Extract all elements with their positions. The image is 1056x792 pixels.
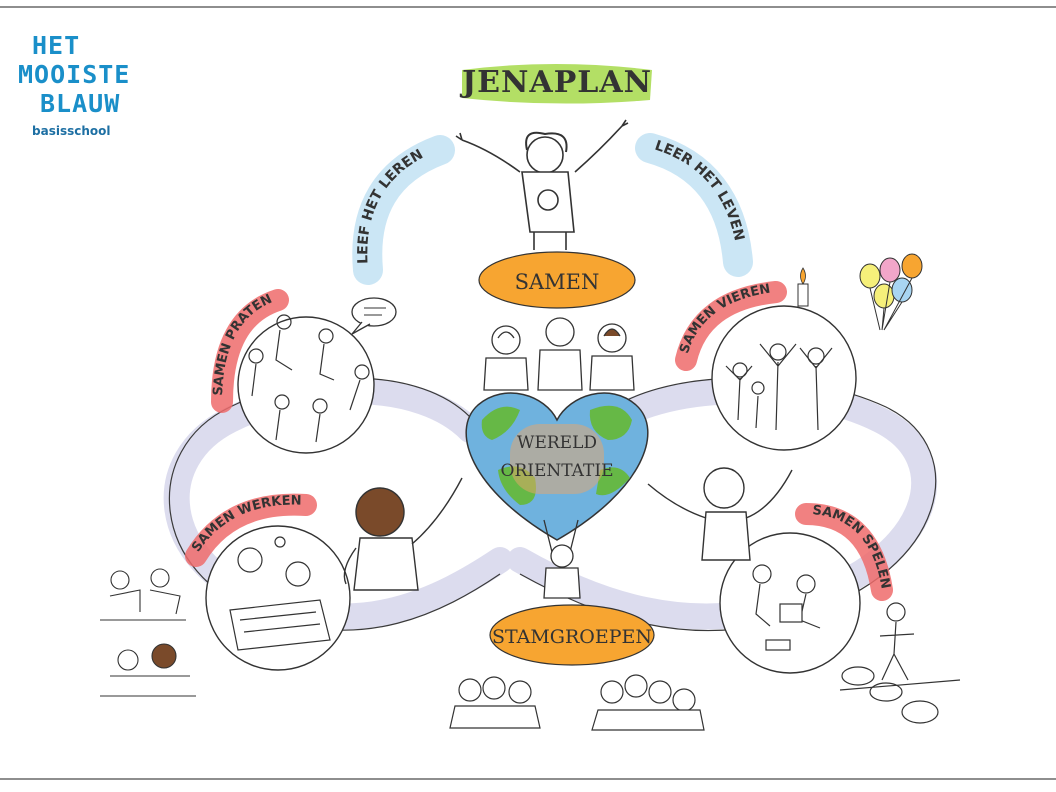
circle-samen-vieren: [711, 305, 857, 451]
cheering-child-right: [647, 467, 793, 561]
playing-figures: [752, 564, 821, 651]
pill-stamgroepen: [489, 604, 655, 666]
pill-stamgroepen-text: STAMGROEPEN: [492, 626, 652, 648]
circle-samen-praten: [237, 316, 375, 454]
pill-samen-text: SAMEN: [515, 270, 600, 294]
heart-text-line1: WERELD: [517, 433, 597, 453]
pill-samen: [478, 251, 636, 309]
three-kids-figures: [483, 317, 635, 391]
group-figures-bottom: [449, 674, 705, 731]
speech-bubble-icon: [351, 297, 397, 335]
logo-line-1: HET: [32, 31, 81, 60]
reading-children-left: [100, 568, 196, 697]
celebration-figures: [725, 343, 833, 431]
label-band-werken: [185, 493, 317, 567]
heart-globe-icon: [465, 392, 649, 541]
hopscotch-child: [839, 602, 961, 724]
person-figure-icon: [455, 119, 629, 250]
frame-top-line: [0, 6, 1056, 8]
title-highlight: [462, 64, 652, 104]
heart-text-line2: ORIENTATIE: [501, 461, 614, 481]
balloon-icon: [859, 253, 923, 331]
child-holding-heart: [543, 519, 581, 599]
arc-left-band: [352, 135, 455, 285]
label-band-praten: [211, 289, 289, 413]
candle-icon: [797, 267, 809, 307]
logo-line-2: MOOISTE: [18, 60, 131, 89]
title-jenaplan: JENAPLAN: [459, 65, 652, 100]
arc-right-band: [635, 133, 753, 277]
label-band-vieren: [675, 281, 787, 371]
discussion-figures: [248, 314, 370, 443]
label-band-spelen: [795, 503, 893, 601]
logo-line-3: BLAUW: [40, 89, 121, 118]
waving-child-left: [343, 477, 463, 591]
logo-subtitle: basisschool: [32, 124, 111, 138]
frame-bottom-line: [0, 778, 1056, 780]
working-figures: [229, 536, 331, 651]
circle-samen-werken: [205, 525, 351, 671]
